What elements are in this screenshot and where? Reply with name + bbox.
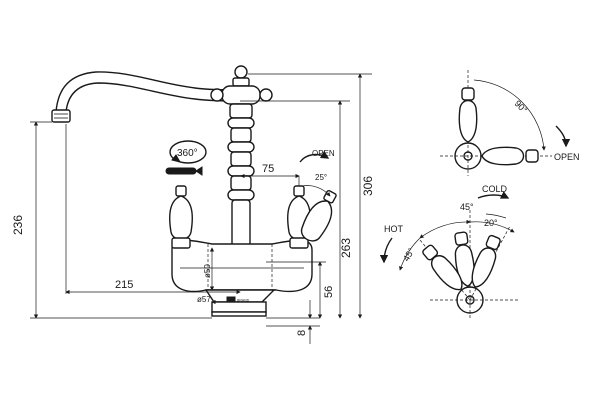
left-lever-handle <box>169 185 193 249</box>
dim-base-diameter: ø57 <box>197 295 211 304</box>
direction-arrow-icon <box>299 150 330 163</box>
cold-label: COLD <box>482 184 508 194</box>
top-view-hot-cold: 45° 20° 45° COLD HOT <box>379 184 520 320</box>
hot-angle-label: 45° <box>401 246 417 263</box>
dim-body-diameter: ø50 <box>203 264 212 278</box>
dim-handle-height: 263 <box>339 238 353 258</box>
hot-label: HOT <box>384 224 404 234</box>
open-label-side: OPEN <box>312 149 335 158</box>
cold-large-angle-label: 45° <box>460 202 474 212</box>
central-column <box>210 65 273 247</box>
top-open-angle-label: 90° <box>513 98 530 115</box>
spout-aerator <box>51 109 71 123</box>
dim-spout-reach: 215 <box>115 279 133 291</box>
top-view-open: 90° OPEN <box>440 70 580 176</box>
dim-total-height: 306 <box>361 176 375 196</box>
front-view: BRAND 360° OPEN <box>11 65 375 344</box>
side-open-angle-label: 25° <box>315 173 327 182</box>
rotation-arrow-icon <box>165 140 207 176</box>
dim-base-height: 56 <box>323 286 335 298</box>
swivel-angle-label: 360° <box>177 148 198 159</box>
open-label-top: OPEN <box>554 152 580 162</box>
dim-spout-height: 236 <box>11 215 25 235</box>
dim-handle-offset: 75 <box>262 163 274 175</box>
dim-deck-thickness: 8 <box>296 330 308 336</box>
cold-small-angle-label: 20° <box>484 218 498 228</box>
brand-label: BRAND <box>237 299 250 303</box>
